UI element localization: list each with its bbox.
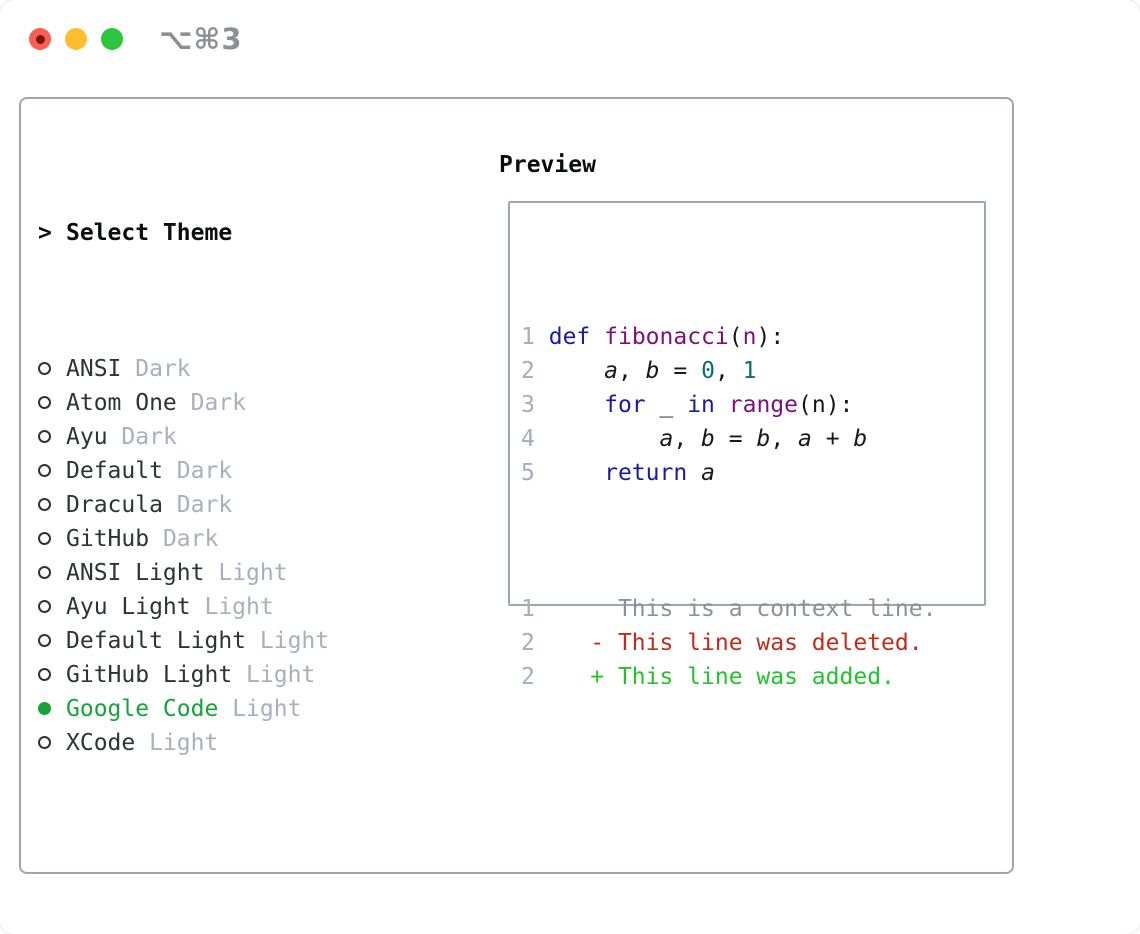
radio-icon bbox=[38, 726, 66, 760]
option-variant: Light bbox=[246, 662, 316, 688]
option-variant: Light bbox=[204, 594, 274, 620]
list-item[interactable]: ANSI Light Light bbox=[38, 556, 499, 590]
code-line: 2 a, b = 0, 1 bbox=[521, 358, 757, 384]
list-item[interactable]: GitHub Light Light bbox=[38, 658, 499, 692]
code-line: 3 for _ in range(n): bbox=[521, 392, 854, 418]
radio-icon bbox=[38, 522, 66, 556]
option-variant: Light bbox=[232, 696, 302, 722]
diff-line: 2 - This line was deleted. bbox=[521, 630, 923, 656]
radio-icon bbox=[38, 420, 66, 454]
option-variant: Light bbox=[218, 560, 288, 586]
option-label: ANSI Light bbox=[66, 560, 205, 586]
option-variant: Dark bbox=[176, 492, 233, 518]
option-label: Ayu bbox=[66, 424, 108, 450]
preview-pane: 1 def fibonacci(n): 2 a, b = 0, 1 3 for _ … bbox=[508, 201, 986, 690]
option-variant: Dark bbox=[190, 390, 247, 416]
caret-icon: > bbox=[38, 220, 52, 246]
radio-icon bbox=[38, 386, 66, 420]
option-label: Google Code bbox=[66, 696, 219, 722]
radio-selected-icon bbox=[38, 692, 66, 726]
traffic-light-close-icon[interactable] bbox=[29, 28, 51, 50]
titlebar: ⌥⌘3 bbox=[29, 22, 243, 56]
code-line: 4 a, b = b, a + b bbox=[521, 426, 868, 452]
list-item[interactable]: ANSI Dark bbox=[38, 352, 499, 386]
list-item[interactable]: Dracula Dark bbox=[38, 488, 499, 522]
list-item[interactable]: Google Code Light bbox=[38, 692, 499, 726]
option-variant: Dark bbox=[135, 356, 191, 382]
list-item[interactable]: Ayu Dark bbox=[38, 420, 499, 454]
code-line: 1 def fibonacci(n): bbox=[521, 324, 785, 350]
option-label: Ayu Light bbox=[66, 594, 191, 620]
radio-icon bbox=[38, 556, 66, 590]
select-theme-heading: > Select Theme bbox=[38, 216, 499, 250]
list-item[interactable]: Ayu Light Light bbox=[38, 590, 499, 624]
option-label: Default Light bbox=[66, 628, 247, 654]
spacer bbox=[38, 862, 499, 896]
radio-icon bbox=[38, 590, 66, 624]
preview-column: Preview 1 def fibonacci(n): 2 a, b = 0, 1… bbox=[499, 148, 1012, 872]
radio-icon bbox=[38, 624, 66, 658]
window-title: ⌥⌘3 bbox=[159, 22, 243, 56]
code-block: 1 def fibonacci(n): 2 a, b = 0, 1 3 for _ … bbox=[521, 320, 984, 490]
option-label: XCode bbox=[66, 730, 136, 756]
radio-icon bbox=[38, 352, 66, 386]
option-variant: Light bbox=[149, 730, 219, 756]
radio-icon bbox=[38, 488, 66, 522]
list-item[interactable]: XCode Light bbox=[38, 726, 499, 760]
option-label: ANSI bbox=[66, 356, 122, 382]
preview-heading: Preview bbox=[499, 152, 596, 178]
option-label: Atom One bbox=[66, 390, 177, 416]
list-item[interactable]: Default Light Light bbox=[38, 624, 499, 658]
code-line: 5 return a bbox=[521, 460, 715, 486]
option-variant: Dark bbox=[176, 458, 233, 484]
traffic-light-minimize-icon[interactable] bbox=[65, 28, 87, 50]
radio-icon bbox=[38, 454, 66, 488]
option-variant: Light bbox=[259, 628, 330, 654]
list-item[interactable]: Default Dark bbox=[38, 454, 499, 488]
option-label: GitHub Light bbox=[66, 662, 233, 688]
option-variant: Dark bbox=[121, 424, 177, 450]
option-label: GitHub bbox=[66, 526, 150, 552]
traffic-light-maximize-icon[interactable] bbox=[101, 28, 123, 50]
diff-line: 2 + This line was added. bbox=[521, 664, 895, 690]
option-variant: Dark bbox=[162, 526, 219, 552]
diff-block: 1 This is a context line. 2 - This line w… bbox=[521, 592, 984, 694]
select-theme-heading-label: Select Theme bbox=[66, 220, 233, 246]
radio-icon bbox=[38, 658, 66, 692]
option-label: Default bbox=[66, 458, 163, 484]
diff-line: 1 This is a context line. bbox=[521, 596, 937, 622]
list-item[interactable]: GitHub Dark bbox=[38, 522, 499, 556]
list-item[interactable]: Atom One Dark bbox=[38, 386, 499, 420]
option-label: Dracula bbox=[66, 492, 163, 518]
